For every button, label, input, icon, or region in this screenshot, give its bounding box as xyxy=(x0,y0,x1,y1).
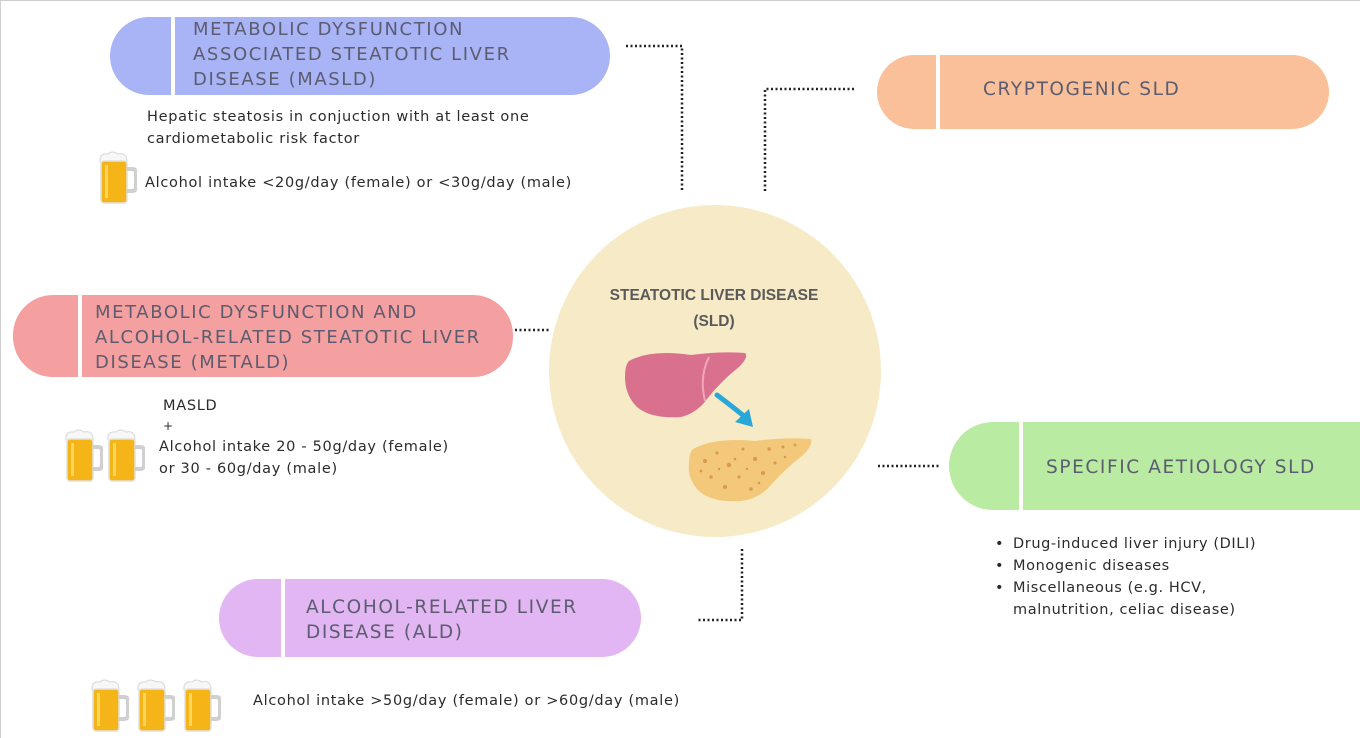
metald-label: METABOLIC DYSFUNCTION AND ALCOHOL-RELATE… xyxy=(95,302,481,373)
list-item: Miscellaneous (e.g. HCV, malnutrition, c… xyxy=(993,577,1256,621)
fatty-liver-icon xyxy=(688,438,812,502)
metald-alcohol: Alcohol intake 20 - 50g/day (female) or … xyxy=(159,439,449,477)
beer-mug-icon xyxy=(183,679,221,732)
list-item: Drug-induced liver injury (DILI) xyxy=(993,533,1256,555)
beer-mug-icon xyxy=(107,429,145,482)
list-item: Monogenic diseases xyxy=(993,555,1256,577)
beer-mug-icon xyxy=(137,679,175,732)
beer-mug-icon xyxy=(91,679,129,732)
specific-aetiology-label: SPECIFIC AETIOLOGY SLD xyxy=(1046,457,1316,478)
pill-divider xyxy=(281,579,285,657)
specific-aetiology-pill xyxy=(949,422,1360,510)
connector-cryptogenic xyxy=(763,87,856,191)
connector-masld xyxy=(626,44,684,191)
masld-description: Hepatic steatosis in conjuction with at … xyxy=(147,109,530,147)
connector-ald xyxy=(696,549,744,622)
cryptogenic-pill xyxy=(877,55,1329,129)
ald-pill xyxy=(219,579,641,657)
cryptogenic-label: CRYPTOGENIC SLD xyxy=(983,79,1181,100)
metald-pill xyxy=(13,295,513,377)
pill-divider xyxy=(171,17,175,95)
specific-aetiology-list: Drug-induced liver injury (DILI) Monogen… xyxy=(993,533,1256,621)
pill-divider xyxy=(936,55,940,129)
beer-mug-icon xyxy=(99,151,137,204)
center-title: STEATOTIC LIVER DISEASE (SLD) xyxy=(609,287,819,330)
beer-mug-icon xyxy=(65,429,103,482)
healthy-liver-icon xyxy=(625,352,747,418)
metald-prefix: MASLD xyxy=(163,398,218,414)
metald-plus: + xyxy=(163,419,174,433)
ald-alcohol: Alcohol intake >50g/day (female) or >60g… xyxy=(253,693,680,709)
pill-divider xyxy=(1019,422,1023,510)
ald-label: ALCOHOL-RELATED LIVER DISEASE (ALD) xyxy=(306,597,578,643)
masld-pill xyxy=(110,17,610,95)
arrow-icon xyxy=(714,392,753,427)
pill-divider xyxy=(78,295,82,377)
masld-alcohol: Alcohol intake <20g/day (female) or <30g… xyxy=(145,175,572,191)
masld-label: METABOLIC DYSFUNCTION ASSOCIATED STEATOT… xyxy=(193,19,511,90)
